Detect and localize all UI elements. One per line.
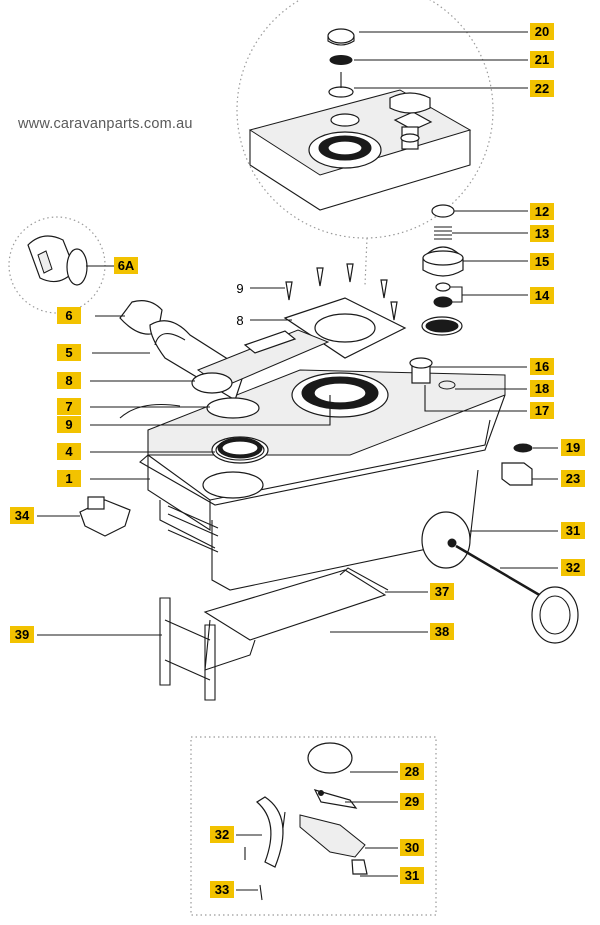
callout-12: 12 bbox=[530, 203, 554, 220]
pour-spout bbox=[119, 300, 330, 459]
callout-19: 19 bbox=[561, 439, 585, 456]
callout-4: 4 bbox=[57, 443, 81, 460]
callout-30: 30 bbox=[400, 839, 424, 856]
top-detail-circle bbox=[236, 0, 528, 286]
callout-32: 32 bbox=[561, 559, 585, 576]
label-8-plate: 8 bbox=[236, 313, 244, 328]
callout-6a: 6A bbox=[114, 257, 138, 274]
wheel-and-axle bbox=[421, 511, 579, 644]
small-parts bbox=[79, 443, 533, 537]
callout-7: 7 bbox=[57, 398, 81, 415]
callout-18: 18 bbox=[530, 380, 554, 397]
callout-28: 28 bbox=[400, 763, 424, 780]
callout-20: 20 bbox=[530, 23, 554, 40]
callout-15: 15 bbox=[530, 253, 554, 270]
callout-34: 34 bbox=[10, 507, 34, 524]
callout-37: 37 bbox=[430, 583, 454, 600]
leader-lines bbox=[37, 315, 558, 891]
callout-38: 38 bbox=[430, 623, 454, 640]
callout-21: 21 bbox=[530, 51, 554, 68]
callout-23: 23 bbox=[561, 470, 585, 487]
callout-14: 14 bbox=[530, 287, 554, 304]
callout-22: 22 bbox=[530, 80, 554, 97]
callout-31: 31 bbox=[561, 522, 585, 539]
tank-body bbox=[119, 316, 506, 591]
bottom-detail-box bbox=[190, 736, 437, 916]
callout-16: 16 bbox=[530, 358, 554, 375]
detail-6a-circle bbox=[8, 216, 115, 314]
callout-5: 5 bbox=[57, 344, 81, 361]
callout-9: 9 bbox=[57, 416, 81, 433]
callout-33: 33 bbox=[210, 881, 234, 898]
callout-17: 17 bbox=[530, 402, 554, 419]
callout-8: 8 bbox=[57, 372, 81, 389]
callout-31-detail: 31 bbox=[400, 867, 424, 884]
callout-39: 39 bbox=[10, 626, 34, 643]
handle-frame bbox=[159, 567, 389, 701]
valve-parts bbox=[422, 204, 528, 308]
callout-1: 1 bbox=[57, 470, 81, 487]
callout-32-detail: 32 bbox=[210, 826, 234, 843]
callout-29: 29 bbox=[400, 793, 424, 810]
label-9-screws: 9 bbox=[236, 281, 244, 296]
callout-6: 6 bbox=[57, 307, 81, 324]
screws-and-plate bbox=[250, 263, 407, 359]
callout-13: 13 bbox=[530, 225, 554, 242]
website-url[interactable]: www.caravanparts.com.au bbox=[18, 116, 193, 132]
